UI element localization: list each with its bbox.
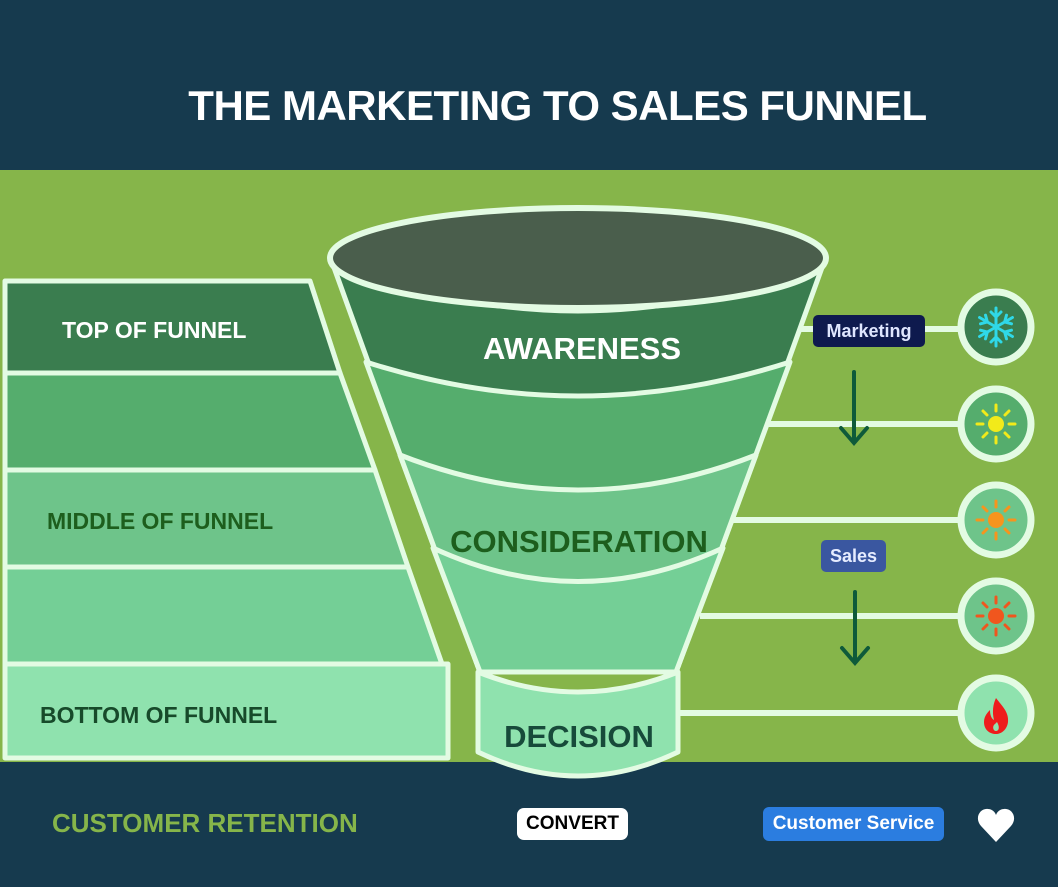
funnel-opening [327,205,829,311]
flame-icon [984,698,1009,734]
stage-label-bottom: BOTTOM OF FUNNEL [40,702,278,728]
customer-retention-label: CUSTOMER RETENTION [52,808,358,838]
sun-yellow-icon [975,403,1017,445]
stage-label-top: TOP OF FUNNEL [62,317,247,343]
funnel-label-consideration: CONSIDERATION [450,524,708,559]
stage-label-middle: MIDDLE OF FUNNEL [47,508,274,534]
marketing-badge: Marketing [813,315,925,347]
sun-orange-icon [975,499,1017,541]
convert-badge: CONVERT [517,808,628,840]
sun-red-orange-icon [975,595,1017,637]
heart-icon [977,808,1015,842]
sales-badge: Sales [821,540,886,572]
arrow-down-icon [840,590,870,667]
funnel-band-decision [475,669,681,779]
left-row-5 [2,661,451,761]
snowflake-icon [978,306,1014,348]
page-title: THE MARKETING TO SALES FUNNEL [188,82,927,129]
arrow-down-icon [839,370,869,447]
left-row-4 [2,564,445,667]
funnel-label-awareness: AWARENESS [482,331,682,366]
left-row-2 [2,370,378,473]
funnel-label-decision: DECISION [504,719,654,754]
header-bar [0,0,1058,170]
customer-service-badge: Customer Service [763,807,944,841]
funnel-band-4 [430,545,726,675]
